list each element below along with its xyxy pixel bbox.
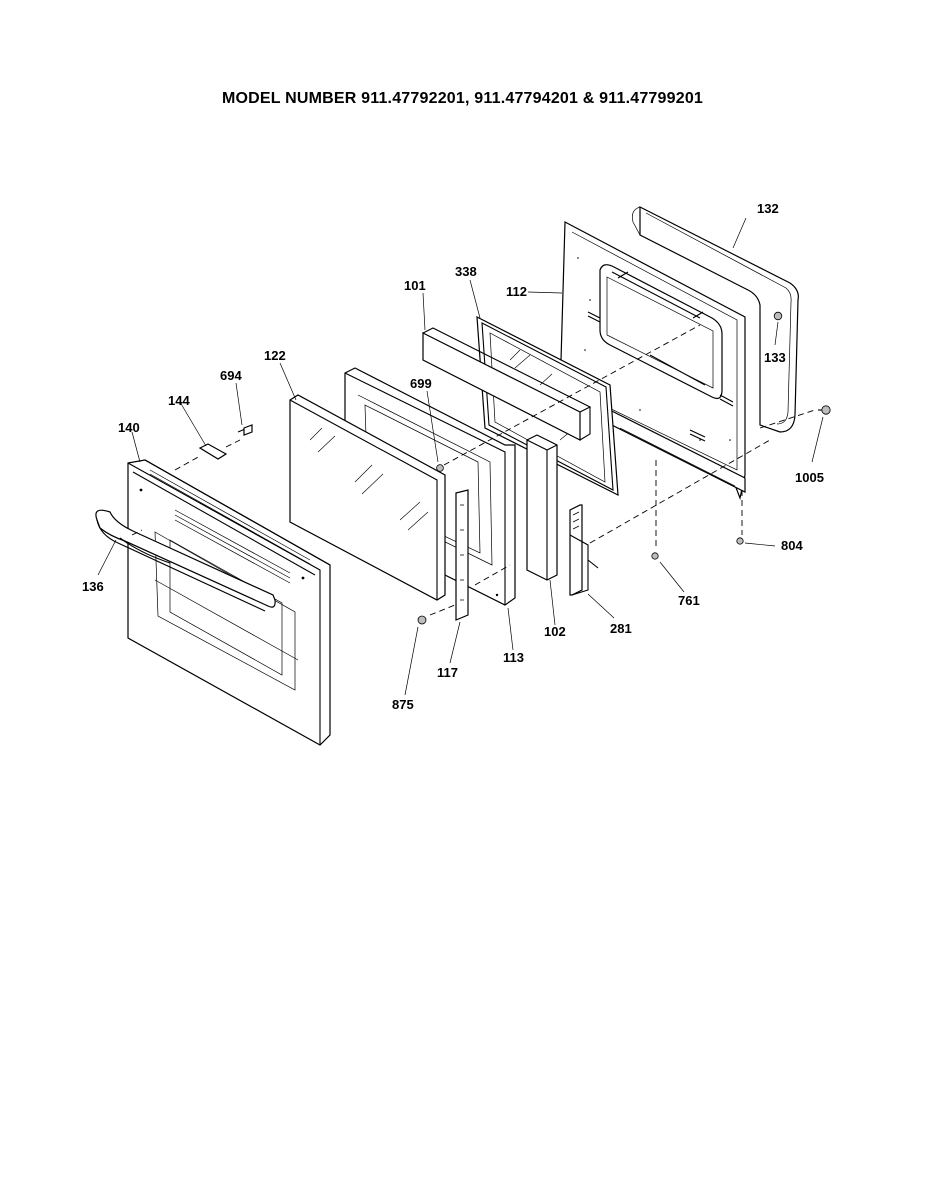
fastener-133 <box>773 311 783 321</box>
label-101: 101 <box>404 278 426 293</box>
part-102-insulation-strip <box>526 434 558 581</box>
label-122: 122 <box>264 348 286 363</box>
label-113: 113 <box>503 650 524 665</box>
label-133: 133 <box>764 350 786 365</box>
label-144: 144 <box>168 393 190 408</box>
label-281: 281 <box>610 621 632 636</box>
label-136: 136 <box>82 579 104 594</box>
part-140-outer-door <box>127 459 331 746</box>
part-144-plate <box>198 443 228 460</box>
vent-slots <box>149 469 311 584</box>
label-112: 112 <box>506 284 527 299</box>
label-804: 804 <box>781 538 803 553</box>
label-132: 132 <box>757 201 779 216</box>
liner-speckles <box>577 257 731 441</box>
part-694-screw <box>237 424 253 436</box>
label-761: 761 <box>678 593 700 608</box>
part-132-gasket <box>631 206 799 433</box>
fastener-875 <box>417 615 427 625</box>
label-875: 875 <box>392 697 414 712</box>
part-112-inner-liner <box>559 221 746 501</box>
fastener-699 <box>436 464 444 472</box>
label-338: 338 <box>455 264 477 279</box>
model-number-title: MODEL NUMBER 911.47792201, 911.47794201 … <box>221 90 704 107</box>
label-102: 102 <box>544 624 566 639</box>
label-140: 140 <box>118 420 140 435</box>
part-136-handle <box>95 509 276 612</box>
label-1005: 1005 <box>795 470 824 485</box>
leader-lines <box>97 217 824 696</box>
part-117-hinge <box>455 489 469 621</box>
fastener-1005 <box>818 405 831 415</box>
part-281-hinge <box>569 504 599 596</box>
fastener-804 <box>736 537 744 545</box>
part-122-glass <box>289 394 446 601</box>
part-101-insulation <box>422 327 592 441</box>
label-699: 699 <box>410 376 432 391</box>
label-117: 117 <box>437 665 458 680</box>
fastener-761 <box>651 552 659 560</box>
label-694: 694 <box>220 368 242 383</box>
alignment-lines <box>131 324 816 616</box>
part-labels: 132 338 101 112 133 122 694 699 144 140 … <box>82 201 824 712</box>
